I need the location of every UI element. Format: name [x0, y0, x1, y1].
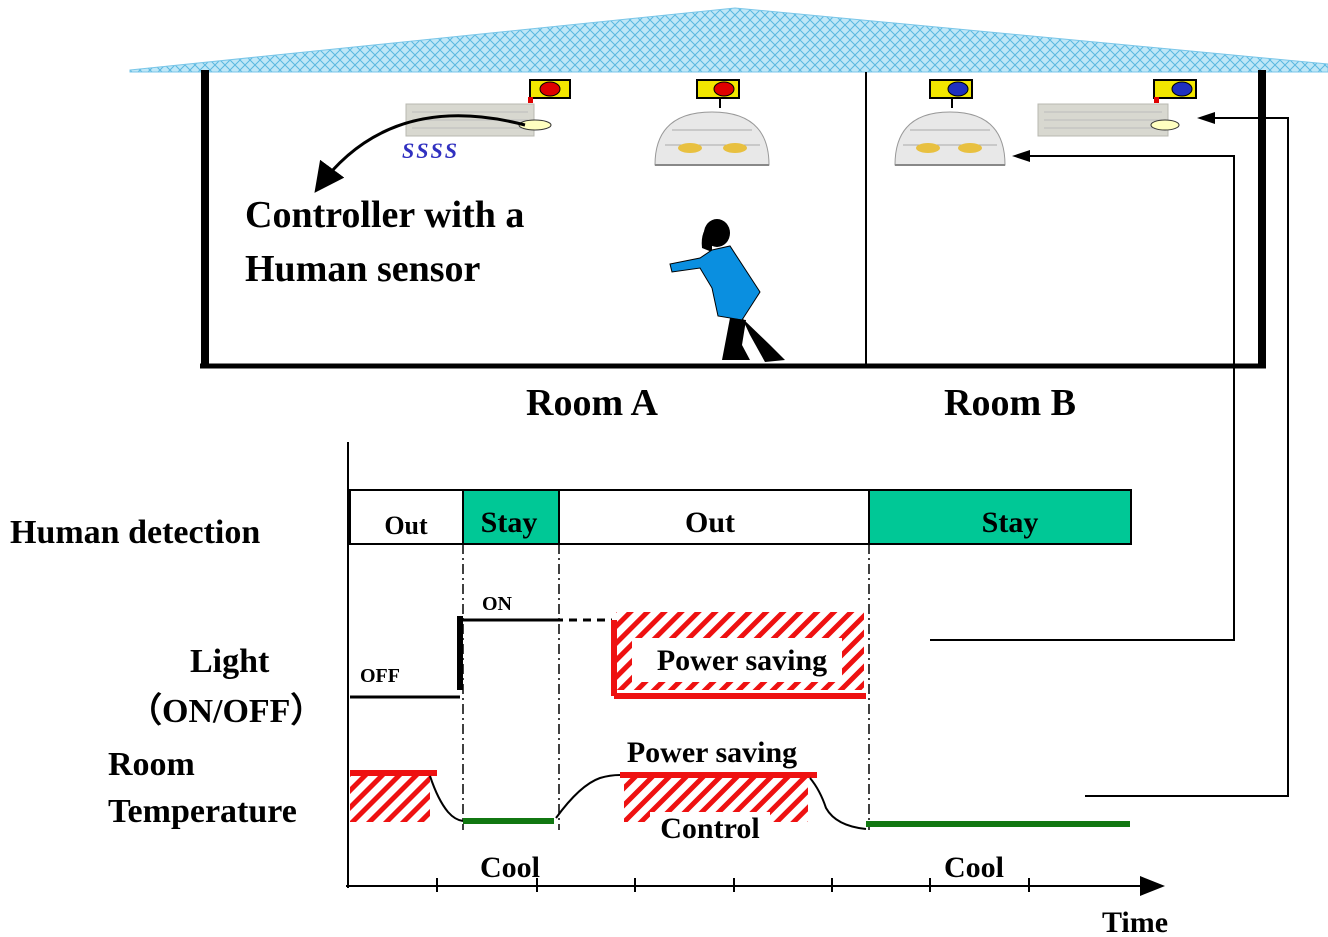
room-a-label: Room A [526, 382, 659, 424]
sensor-room-a-ac-icon [528, 79, 571, 103]
room-temp-label-line1: Room [108, 746, 195, 783]
temp-control-label: Control [660, 812, 759, 845]
air-conditioner-room-a-icon [405, 103, 552, 137]
heater-symbol: SSSS [402, 138, 459, 163]
temp-hatch-1 [350, 774, 430, 822]
temp-cool-label-2: Cool [944, 851, 1004, 884]
ceiling-light-room-b-icon [894, 111, 1006, 166]
sensor-room-a-light-icon [696, 79, 740, 108]
light-timeline [350, 612, 866, 699]
detection-segment-stay-2 [868, 489, 1132, 545]
detection-label-stay-1: Stay [481, 506, 538, 539]
ac-connector [1085, 112, 1289, 797]
temp-saving-label: Power saving [627, 736, 797, 769]
temp-cool-label-1: Cool [480, 851, 540, 884]
sensor-room-b-ac-icon [1153, 79, 1197, 103]
detection-label-out-2: Out [685, 506, 735, 539]
ceiling-light-room-a-icon [654, 111, 770, 166]
detection-label-stay-2: Stay [982, 506, 1039, 539]
light-saving-label: Power saving [657, 644, 827, 677]
air-conditioner-room-b-icon [1037, 103, 1180, 137]
detection-segment-out-2 [558, 489, 870, 545]
controller-label-line2: Human sensor [245, 248, 481, 290]
light-off-label: OFF [360, 665, 400, 687]
light-label-line2: （ON/OFF） [128, 691, 324, 730]
time-axis [346, 442, 1165, 896]
roof [129, 7, 1328, 73]
light-label-line1: Light [190, 643, 270, 680]
detection-bar: Out Stay Out Stay [349, 489, 1132, 545]
sensor-room-b-light-icon [929, 79, 973, 108]
detection-segment-stay-1 [462, 489, 560, 545]
room-b-label: Room B [944, 382, 1076, 424]
person-icon [669, 219, 785, 362]
controller-arrow [314, 114, 526, 193]
human-detection-label: Human detection [10, 514, 260, 551]
building [200, 70, 1266, 369]
time-label: Time [1102, 906, 1168, 937]
controller-label-line1: Controller with a [245, 194, 524, 236]
temperature-timeline [350, 770, 1130, 840]
light-connector [930, 150, 1235, 641]
detection-label-out-1: Out [384, 511, 428, 540]
room-temp-label-line2: Temperature [108, 793, 297, 830]
light-on-label: ON [482, 593, 513, 615]
